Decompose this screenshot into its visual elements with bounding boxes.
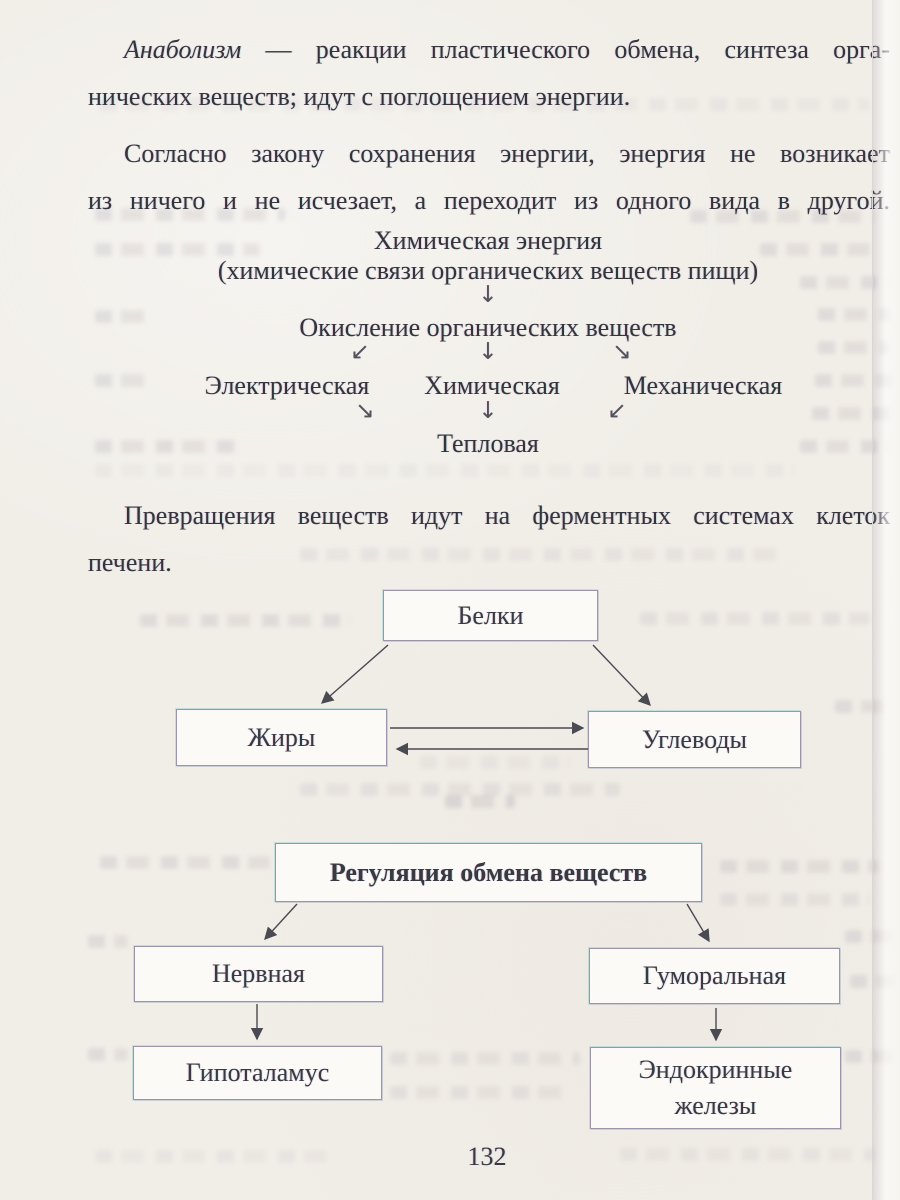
bleedthrough-texture [95,440,235,453]
energy-type-mechanical: Механическая [623,371,783,400]
paragraph-line: печени. [88,548,172,577]
bleedthrough-texture [760,243,880,256]
box-nervous: Нервная [134,946,383,1002]
energy-type-chemical: Химическая [424,371,560,400]
box-label: Белки [457,600,524,630]
arrow-regulation-to-nervous [264,903,298,941]
bleedthrough-texture [140,614,350,627]
paragraph-text: — реакции пластического обмена, синтеза … [241,35,890,64]
box-label: Регуляция обмена веществ [329,857,648,887]
energy-type-thermal: Тепловая [437,429,539,458]
bleedthrough-texture [95,243,260,256]
down-right-arrow-icon: ↘ [612,339,632,365]
paragraph-line: Согласно закону сохранения энергии, энер… [124,139,890,168]
page-edge-fold [872,0,900,1200]
paragraph-line: Анаболизм — реакции пластического обмена… [88,26,890,73]
bleedthrough-texture [300,548,780,561]
down-arrow-icon: ↓ [478,282,498,308]
bleedthrough-texture [390,1086,570,1099]
paragraph-line: нических веществ; идут с поглощением эне… [88,82,631,111]
box-metabolism-regulation: Регуляция обмена веществ [275,843,702,902]
down-left-arrow-icon: ↙ [607,398,627,424]
bleedthrough-texture [720,860,880,873]
box-label: Жиры [247,722,316,752]
bleedthrough-texture [445,795,515,808]
box-endocrine-glands: Эндокринные железы [590,1047,841,1129]
box-carbohydrates: Углеводы [588,711,801,768]
bleedthrough-texture [88,935,128,948]
paragraph-liver-enzymes: Превращения веществ идут на ферментных с… [88,492,890,586]
paragraph-line: Превращения веществ идут на ферментных с… [124,501,890,530]
bleedthrough-texture [95,1150,335,1163]
bleedthrough-texture [95,374,155,387]
bleedthrough-texture [100,98,870,111]
energy-type-electrical: Электрическая [204,371,370,400]
bleedthrough-texture [800,440,890,453]
bleedthrough-texture [95,464,795,477]
arrow-regulation-to-humoral [686,903,710,943]
down-left-arrow-icon: ↙ [350,339,370,365]
bleedthrough-texture [690,210,875,223]
paragraph-energy-law: Согласно закону сохранения энергии, энер… [88,130,890,224]
energy-diagram-title: Химическая энергия [373,226,603,255]
arrow-proteins-to-carbohydrates [592,644,651,707]
box-label: Нервная [211,959,305,988]
energy-diagram-subtitle: (химические связи органических веществ п… [217,256,759,285]
bleedthrough-texture [420,756,570,769]
box-label: Гуморальная [642,961,787,990]
bleedthrough-texture [640,612,870,625]
arrow-proteins-to-fats [320,644,389,704]
box-hypothalamus: Гипоталамус [133,1046,382,1100]
oxidation-label: Окисление органических веществ [299,313,677,342]
box-label: Гипоталамус [185,1058,330,1087]
down-right-arrow-icon: ↘ [355,398,375,424]
bleedthrough-texture [620,1148,875,1161]
bleedthrough-texture [800,276,888,289]
box-proteins: Белки [383,590,598,641]
page-number: 132 [467,1142,507,1171]
paragraph-line: из ничего и не исчезает, а переходит из … [88,186,890,215]
box-fats: Жиры [176,709,387,766]
bleedthrough-texture [95,310,155,323]
bleedthrough-texture [720,893,870,906]
bleedthrough-texture [300,783,620,796]
down-arrow-icon: ↓ [478,339,498,365]
bleedthrough-texture [390,1052,580,1065]
box-label: Углеводы [641,724,748,754]
bleedthrough-texture [818,341,888,354]
bleedthrough-texture [88,1048,128,1061]
down-arrow-icon: ↓ [478,398,498,424]
paragraph-anabolism: Анаболизм — реакции пластического обмена… [88,26,890,120]
box-humoral: Гуморальная [589,948,840,1004]
box-label: Эндокринные железы [638,1055,793,1120]
bleedthrough-texture [95,208,285,221]
term-anabolism: Анаболизм [124,35,242,64]
bleedthrough-texture [100,856,270,869]
